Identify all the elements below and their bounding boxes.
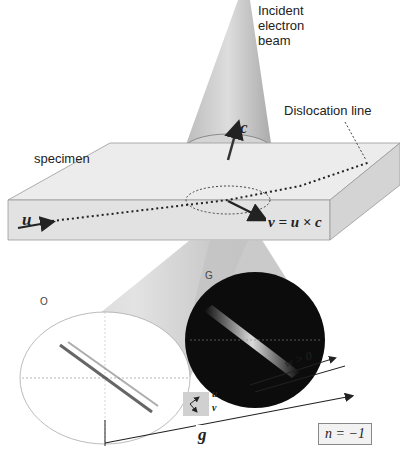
small-u: u [212, 388, 218, 400]
small-v: v [212, 402, 216, 414]
disk-label-g: G [205, 270, 213, 282]
beam-label: Incident electron beam [258, 4, 320, 49]
condition-text: n = −1 [325, 426, 365, 441]
disk-label-o: O [40, 296, 48, 308]
vector-g: g [196, 425, 209, 445]
vector-u: u [22, 210, 31, 230]
dislocation-label: Dislocation line [284, 104, 371, 119]
specimen-label: specimen [34, 152, 90, 167]
vector-c: c [240, 118, 248, 138]
condition-box: n = −1 [318, 423, 372, 445]
vector-v-def: v = u × c [266, 214, 324, 231]
